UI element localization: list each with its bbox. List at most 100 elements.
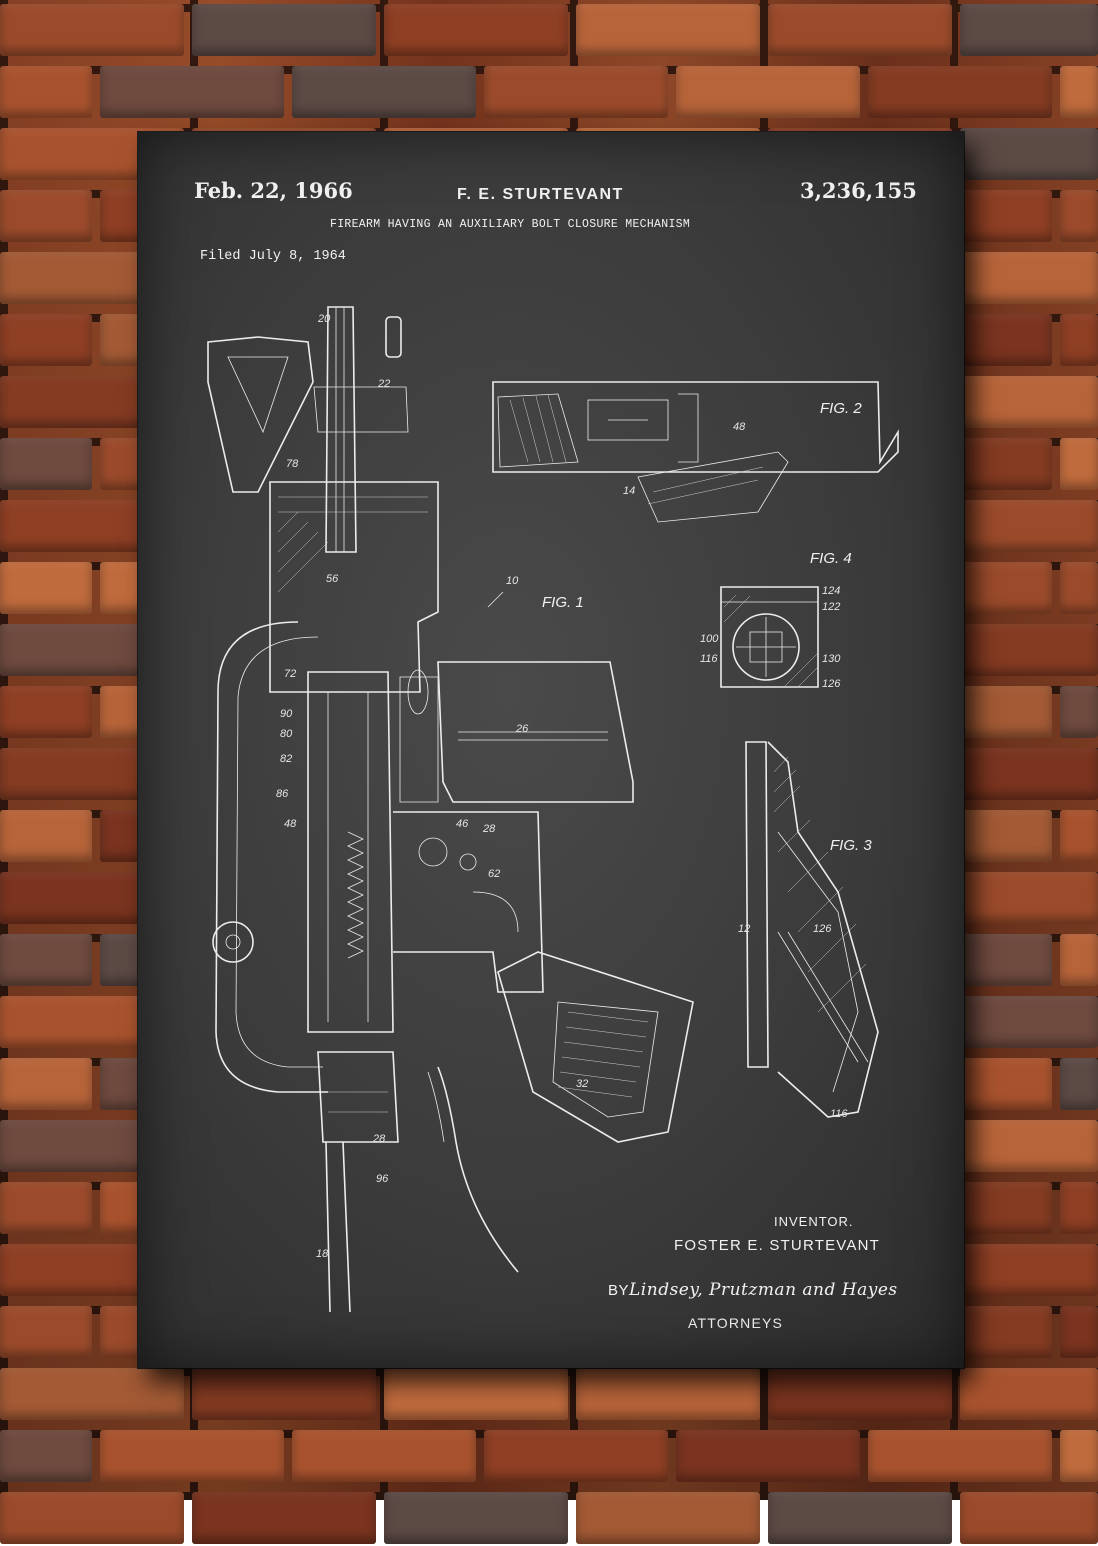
svg-text:116: 116 bbox=[700, 653, 718, 665]
fig2-bolt-drawing: 14 48 bbox=[492, 381, 899, 523]
patent-number: 3,236,155 bbox=[800, 178, 917, 203]
brick bbox=[768, 4, 952, 56]
brick bbox=[960, 1368, 1098, 1420]
brick bbox=[960, 128, 1098, 180]
patent-date: Feb. 22, 1966 bbox=[194, 178, 353, 203]
attorneys-signature-line: BYLindsey, Prutzman and Hayes bbox=[608, 1280, 898, 1300]
brick bbox=[1060, 1430, 1098, 1482]
brick bbox=[960, 996, 1098, 1048]
brick bbox=[768, 1368, 952, 1420]
attorneys-signature: Lindsey, Prutzman and Hayes bbox=[629, 1280, 898, 1300]
svg-text:20: 20 bbox=[317, 313, 331, 325]
by-label: BY bbox=[608, 1282, 630, 1299]
inventor-name: FOSTER E. STURTEVANT bbox=[674, 1237, 880, 1254]
svg-text:28: 28 bbox=[372, 1133, 386, 1145]
brick bbox=[1060, 190, 1098, 242]
svg-text:72: 72 bbox=[284, 668, 296, 680]
brick bbox=[0, 1306, 92, 1358]
attorneys-label: ATTORNEYS bbox=[688, 1315, 784, 1331]
brick bbox=[576, 4, 760, 56]
brick-row bbox=[0, 66, 1098, 120]
inventor-header: F. E. STURTEVANT bbox=[457, 186, 624, 203]
brick bbox=[1060, 438, 1098, 490]
brick bbox=[384, 4, 568, 56]
brick bbox=[960, 1120, 1098, 1172]
brick bbox=[0, 4, 184, 56]
svg-text:28: 28 bbox=[482, 823, 496, 835]
brick bbox=[0, 314, 92, 366]
svg-text:48: 48 bbox=[733, 421, 746, 433]
brick bbox=[676, 66, 860, 118]
patent-title: FIREARM HAVING AN AUXILIARY BOLT CLOSURE… bbox=[330, 218, 691, 231]
brick bbox=[192, 1368, 376, 1420]
svg-text:90: 90 bbox=[280, 708, 293, 720]
brick bbox=[0, 438, 92, 490]
brick bbox=[100, 1430, 284, 1482]
brick bbox=[1060, 1306, 1098, 1358]
brick bbox=[292, 1430, 476, 1482]
brick bbox=[0, 686, 92, 738]
fig4-label: FIG. 4 bbox=[810, 550, 852, 567]
brick bbox=[960, 872, 1098, 924]
brick bbox=[484, 66, 668, 118]
svg-text:22: 22 bbox=[377, 378, 390, 390]
svg-text:126: 126 bbox=[813, 923, 832, 935]
fig1-label: FIG. 1 bbox=[542, 594, 584, 611]
brick bbox=[960, 500, 1098, 552]
brick bbox=[1060, 934, 1098, 986]
svg-text:26: 26 bbox=[515, 723, 529, 735]
svg-text:122: 122 bbox=[822, 601, 840, 613]
fig3-label: FIG. 3 bbox=[830, 837, 872, 854]
svg-text:82: 82 bbox=[280, 753, 292, 765]
patent-poster: Feb. 22, 1966 F. E. STURTEVANT 3,236,155… bbox=[138, 132, 964, 1368]
svg-text:46: 46 bbox=[456, 818, 469, 830]
svg-text:126: 126 bbox=[822, 678, 841, 690]
svg-text:96: 96 bbox=[376, 1173, 389, 1185]
brick bbox=[0, 190, 92, 242]
brick-row bbox=[0, 1368, 1098, 1422]
brick bbox=[1060, 810, 1098, 862]
brick bbox=[100, 66, 284, 118]
brick bbox=[960, 252, 1098, 304]
fig3-mechanism-drawing: 12 126 116 bbox=[738, 741, 879, 1120]
brick bbox=[0, 1058, 92, 1110]
brick bbox=[0, 66, 92, 118]
brick-row bbox=[0, 1492, 1098, 1546]
brick bbox=[868, 66, 1052, 118]
brick bbox=[960, 1244, 1098, 1296]
brick bbox=[1060, 1058, 1098, 1110]
brick bbox=[0, 1430, 92, 1482]
svg-text:78: 78 bbox=[286, 458, 299, 470]
svg-text:12: 12 bbox=[738, 923, 750, 935]
fig4-section-drawing: 124 122 100 116 130 126 bbox=[700, 585, 841, 690]
brick bbox=[1060, 66, 1098, 118]
svg-text:100: 100 bbox=[700, 633, 719, 645]
brick-row bbox=[0, 4, 1098, 58]
brick bbox=[576, 1368, 760, 1420]
svg-text:10: 10 bbox=[506, 575, 519, 587]
filed-date: Filed July 8, 1964 bbox=[200, 249, 346, 264]
brick bbox=[960, 376, 1098, 428]
brick bbox=[0, 810, 92, 862]
brick bbox=[0, 1182, 92, 1234]
brick bbox=[192, 4, 376, 56]
brick bbox=[292, 66, 476, 118]
brick bbox=[0, 1368, 184, 1420]
brick-row bbox=[0, 1430, 1098, 1484]
inventor-label: INVENTOR. bbox=[774, 1214, 854, 1229]
brick bbox=[384, 1368, 568, 1420]
svg-text:130: 130 bbox=[822, 653, 841, 665]
svg-text:62: 62 bbox=[488, 868, 500, 880]
brick bbox=[960, 4, 1098, 56]
brick bbox=[1060, 562, 1098, 614]
fig2-label: FIG. 2 bbox=[820, 400, 862, 417]
brick bbox=[1060, 1182, 1098, 1234]
fig1-rifle-drawing: 20 22 78 56 72 90 80 82 86 48 26 46 28 6… bbox=[207, 306, 694, 1313]
svg-text:32: 32 bbox=[576, 1078, 588, 1090]
brick bbox=[676, 1430, 860, 1482]
svg-text:116: 116 bbox=[830, 1108, 848, 1120]
brick bbox=[1060, 314, 1098, 366]
brick bbox=[868, 1430, 1052, 1482]
brick bbox=[0, 934, 92, 986]
svg-text:18: 18 bbox=[316, 1248, 329, 1260]
